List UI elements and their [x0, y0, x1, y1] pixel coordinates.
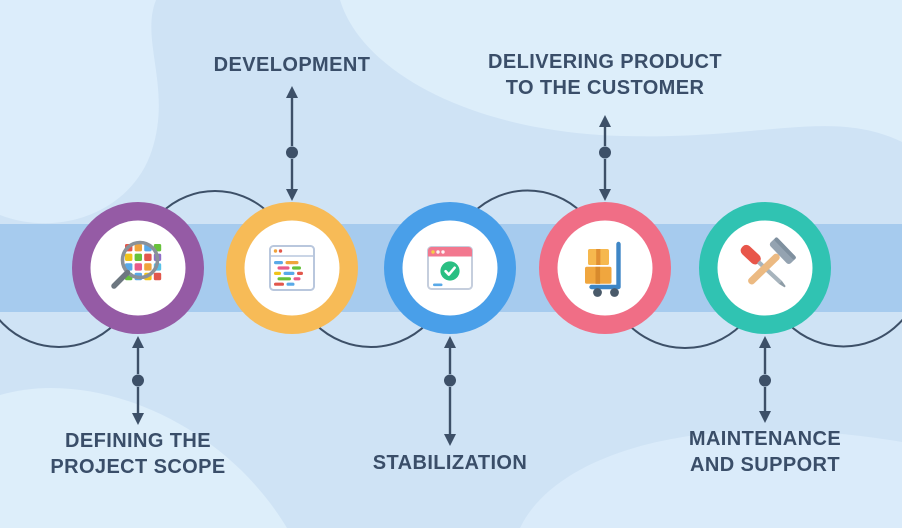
stage-circle-maintenance [699, 202, 831, 334]
magnifier-grid-icon [111, 240, 162, 289]
arrow-maintenance [759, 336, 771, 423]
stage-label-defining-the-project-scope: DEFINING THE PROJECT SCOPE [50, 430, 226, 478]
trolley-boxes-icon [585, 241, 621, 297]
arrow-stabilization [444, 336, 456, 446]
arrow-up-head [444, 336, 456, 348]
stage-circle-delivering [539, 202, 671, 334]
arrow-development [286, 86, 298, 201]
approved-window-icon [427, 246, 473, 290]
arrow-up-head [599, 115, 611, 127]
connector-dot [599, 146, 611, 159]
arrow-defining [132, 336, 144, 425]
arrow-up-head [286, 86, 298, 98]
arrow-down-head [132, 413, 144, 425]
stage-label-maintenance-and-support: MAINTENANCE AND SUPPORT [688, 428, 842, 476]
stage-label-delivering-product: DELIVERING PRODUCT TO THE CUSTOMER [488, 51, 722, 99]
stage-circle-stabilization [384, 202, 516, 334]
stage-circles [72, 202, 831, 334]
stage-label-stabilization: STABILIZATION [372, 452, 528, 474]
hammer-screwdriver-icon [740, 237, 796, 288]
connector-dot [132, 374, 144, 387]
arrow-down-head [286, 189, 298, 201]
arrow-up-head [132, 336, 144, 348]
connector-dot [444, 374, 456, 387]
hammer [748, 237, 796, 285]
connector-dot [286, 146, 298, 159]
stage-circle-defining [72, 202, 204, 334]
arrow-up-head [759, 336, 771, 348]
arrow-down-head [444, 434, 456, 446]
arrow-down-head [759, 411, 771, 423]
connector-dot [759, 374, 771, 387]
pointer-arrows [132, 86, 771, 446]
stage-circle-development [226, 202, 358, 334]
arrow-down-head [599, 189, 611, 201]
code-window-icon [269, 245, 315, 291]
arrow-delivering [599, 115, 611, 201]
stage-label-development: DEVELOPMENT [213, 54, 371, 76]
